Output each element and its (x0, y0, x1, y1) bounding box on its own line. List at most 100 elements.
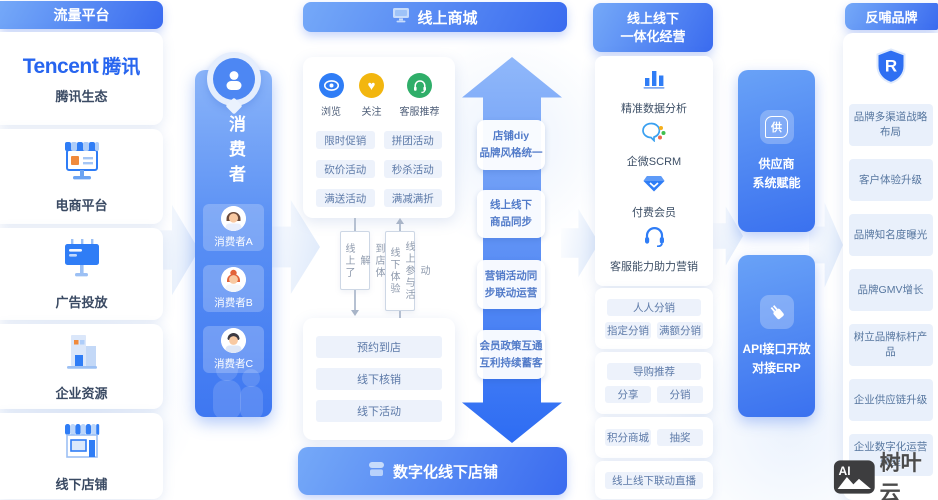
consumer-a-avatar (221, 206, 246, 231)
watermark-logo-text: AI (839, 464, 851, 478)
capability-label: 客服能力助力营销 (610, 261, 698, 274)
promo-pill: 砍价活动 (316, 160, 375, 178)
group-sub-pill: 指定分销 (605, 321, 651, 339)
brand-shield-r-logo: R (875, 48, 907, 89)
bridge-up-box: 线下体验 线上参与活动 (385, 231, 429, 311)
supplier-enablement-box: 供 供应商 系统赋能 (738, 70, 815, 232)
points-mall-group-card: 积分商城 抽奖 (595, 417, 713, 458)
bridge-connector (399, 311, 401, 318)
group-sub-pill: 分销 (657, 386, 703, 403)
consumer-pin-icon (207, 52, 261, 118)
group-main-pill: 导购推荐 (607, 363, 701, 380)
store-icon (367, 461, 386, 481)
channel-label: 关注 (361, 107, 382, 118)
channel-follow: ♥ 关注 (359, 73, 384, 118)
distribution-group-card: 人人分销 指定分销 满额分销 (595, 288, 713, 349)
sync-item: 线上线下 商品同步 (477, 190, 545, 238)
capabilities-card: 精准数据分析 企微SCRM 付费会员 (595, 56, 713, 286)
traffic-item-label: 电商平台 (55, 198, 108, 213)
consumer-card-c: 消费者C (203, 326, 264, 373)
headset-icon (407, 73, 432, 98)
monitor-icon (392, 7, 410, 27)
service-headset-icon (643, 226, 666, 252)
consumer-card-label: 消费者A (214, 236, 253, 248)
consumer-card-label: 消费者B (214, 297, 253, 309)
sync-item: 店铺diy 品牌风格统一 (477, 120, 545, 170)
tencent-logo-en: Tencent (22, 55, 99, 78)
channel-service: 客服推荐 (400, 73, 440, 118)
api-erp-label: API接口开放 对接ERP (742, 341, 811, 375)
group-sub-pill: 抽奖 (657, 429, 703, 446)
traffic-item-ads: 广告投放 (0, 228, 163, 320)
live-stream-group-card: 线上线下联动直播 (595, 461, 713, 499)
api-erp-box: API接口开放 对接ERP (738, 255, 815, 417)
consumer-c-avatar (221, 328, 246, 353)
tencent-logo: Tencent 腾讯 (23, 52, 140, 79)
guide-recommend-group-card: 导购推荐 分享 分销 (595, 352, 713, 414)
channel-label: 客服推荐 (399, 107, 440, 118)
eye-icon (318, 73, 344, 98)
traffic-item-offline-store: 线下店铺 (0, 413, 163, 499)
consumer-card-a: 消费者A (203, 204, 264, 251)
api-plug-icon (759, 294, 794, 329)
traffic-header-label: 流量平台 (53, 7, 110, 23)
arrow-up-icon (396, 218, 404, 224)
watermark: AI 树叶云 (833, 447, 938, 500)
member-diamond-icon (642, 174, 666, 198)
channel-browse: 浏览 (318, 73, 344, 118)
traffic-item-label: 企业资源 (55, 386, 108, 401)
traffic-item-enterprise: 企业资源 (0, 324, 163, 409)
integrated-header: 线上线下 一体化经营 (593, 3, 713, 52)
supplier-badge: 供 (765, 115, 788, 138)
offline-store-icon (59, 420, 105, 467)
sync-item: 营销活动同 步联动运营 (477, 260, 545, 309)
promo-pill: 满送活动 (316, 189, 375, 207)
brand-item: 企业供应链升级 (848, 379, 933, 421)
traffic-item-ecommerce: 电商平台 (0, 129, 163, 224)
group-sub-pill: 积分商城 (605, 429, 651, 446)
brand-header: 反哺品牌 (845, 3, 938, 30)
consumer-card-label: 消费者C (214, 356, 253, 371)
traffic-header: 流量平台 (0, 1, 163, 29)
online-mall-header: 线上商城 (303, 2, 567, 32)
promo-pill: 秒杀活动 (383, 160, 442, 178)
brand-item: 品牌知名度曝光 (848, 214, 933, 256)
consumer-title: 消费者 (226, 115, 245, 190)
brand-item: 树立品牌标杆产品 (848, 324, 933, 366)
brand-header-label: 反哺品牌 (865, 10, 918, 25)
consumer-card-b: 消费者B (203, 265, 264, 312)
bridge-connector (354, 218, 356, 231)
promo-pill: 限时促销 (316, 131, 375, 149)
group-sub-pill: 分享 (605, 386, 651, 403)
ecommerce-platform-icon (59, 139, 105, 188)
bridge-connector (354, 290, 356, 311)
ad-billboard-icon (59, 238, 105, 285)
bridge-connector (399, 224, 401, 232)
brand-item: 客户体验升级 (848, 159, 933, 201)
group-main-pill: 线上线下联动直播 (605, 471, 703, 489)
online-mall-header-label: 线上商城 (417, 9, 478, 27)
supplier-enablement-label: 供应商 系统赋能 (752, 156, 801, 190)
channel-label: 浏览 (321, 107, 341, 118)
brand-card: R 品牌多渠道战略布局 客户体验升级 品牌知名度曝光 品牌GMV增长 树立品牌标… (843, 33, 938, 500)
consumer-b-avatar (221, 267, 246, 292)
brand-logo-letter: R (884, 57, 896, 76)
tencent-card: Tencent 腾讯 腾讯生态 (0, 32, 163, 125)
offline-action-pill: 线下核销 (316, 368, 442, 390)
capability-label: 企微SCRM (626, 155, 682, 168)
watermark-ai-logo: AI (833, 460, 875, 494)
arrow-down-icon (351, 310, 359, 316)
capability-label: 付费会员 (632, 207, 676, 220)
offline-actions-card: 预约到店 线下核销 线下活动 (303, 318, 455, 440)
tencent-logo-cn: 腾讯 (102, 57, 141, 78)
promo-pill: 满减满折 (383, 189, 442, 207)
brand-item: 品牌多渠道战略布局 (848, 104, 933, 146)
bridge-down-box: 线上了解 到店体验 (340, 231, 399, 290)
tencent-label: 腾讯生态 (55, 89, 108, 104)
capability-data-analysis: 精准数据分析 (621, 68, 687, 116)
brand-item: 品牌GMV增长 (848, 269, 933, 311)
capability-service-marketing: 客服能力助力营销 (610, 226, 698, 274)
capability-paid-member: 付费会员 (632, 174, 676, 220)
offline-action-pill: 线下活动 (316, 400, 442, 422)
